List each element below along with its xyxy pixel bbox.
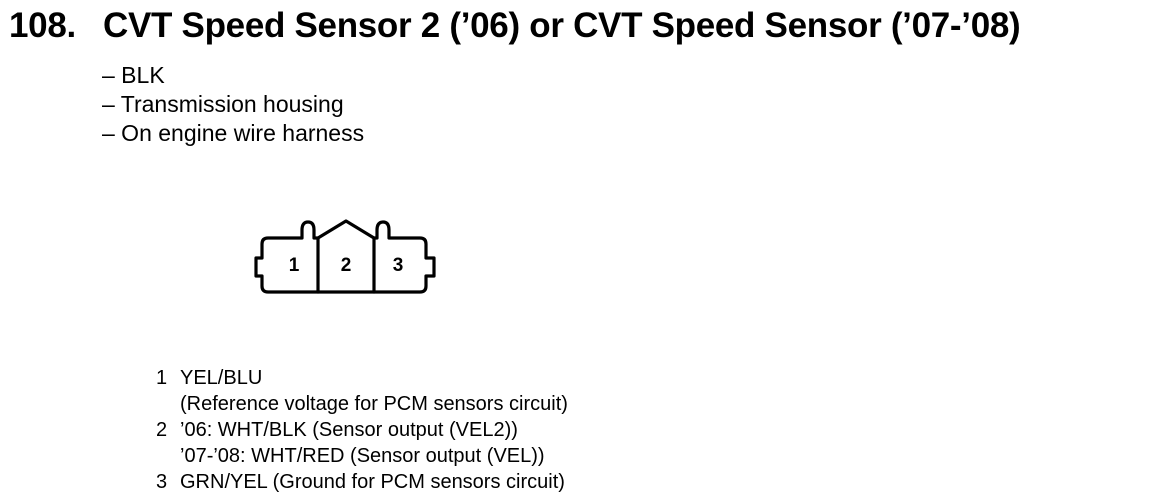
pin-descriptions: 1 YEL/BLU (Reference voltage for PCM sen… [156,365,568,495]
pin-wire-color: ’07-’08: WHT/RED (Sensor output (VEL)) [180,445,545,467]
detail-color: – BLK [102,62,165,88]
connector-details: – BLK – Transmission housing – On engine… [102,61,364,148]
pin-label-1: 1 [289,255,300,276]
title-text: CVT Speed Sensor 2 (’06) or CVT Speed Se… [103,6,1021,45]
pin-number: 2 [156,419,168,441]
pin-label-3: 3 [393,255,404,276]
connector-diagram: 1 2 3 [254,219,436,294]
pin-row: 1 YEL/BLU (Reference voltage for PCM sen… [156,365,568,417]
connector-housing [254,219,436,294]
title-number: 108. [9,6,76,45]
pin-row: 2 ’06: WHT/BLK (Sensor output (VEL2)) ’0… [156,417,568,469]
detail-harness: – On engine wire harness [102,120,365,146]
page-title: 108. CVT Speed Sensor 2 (’06) or CVT Spee… [9,6,1021,45]
pin-wire-color: ’06: WHT/BLK (Sensor output (VEL2)) [180,419,518,441]
pin-wire-color: GRN/YEL (Ground for PCM sensors circuit) [180,471,565,493]
detail-location: – Transmission housing [102,91,344,117]
pin-wire-color: YEL/BLU [180,367,263,389]
pin-number: 3 [156,471,168,493]
pin-label-2: 2 [341,255,352,276]
pin-row: 3 GRN/YEL (Ground for PCM sensors circui… [156,469,568,495]
pin-function: (Reference voltage for PCM sensors circu… [180,393,568,415]
pin-number: 1 [156,367,168,389]
